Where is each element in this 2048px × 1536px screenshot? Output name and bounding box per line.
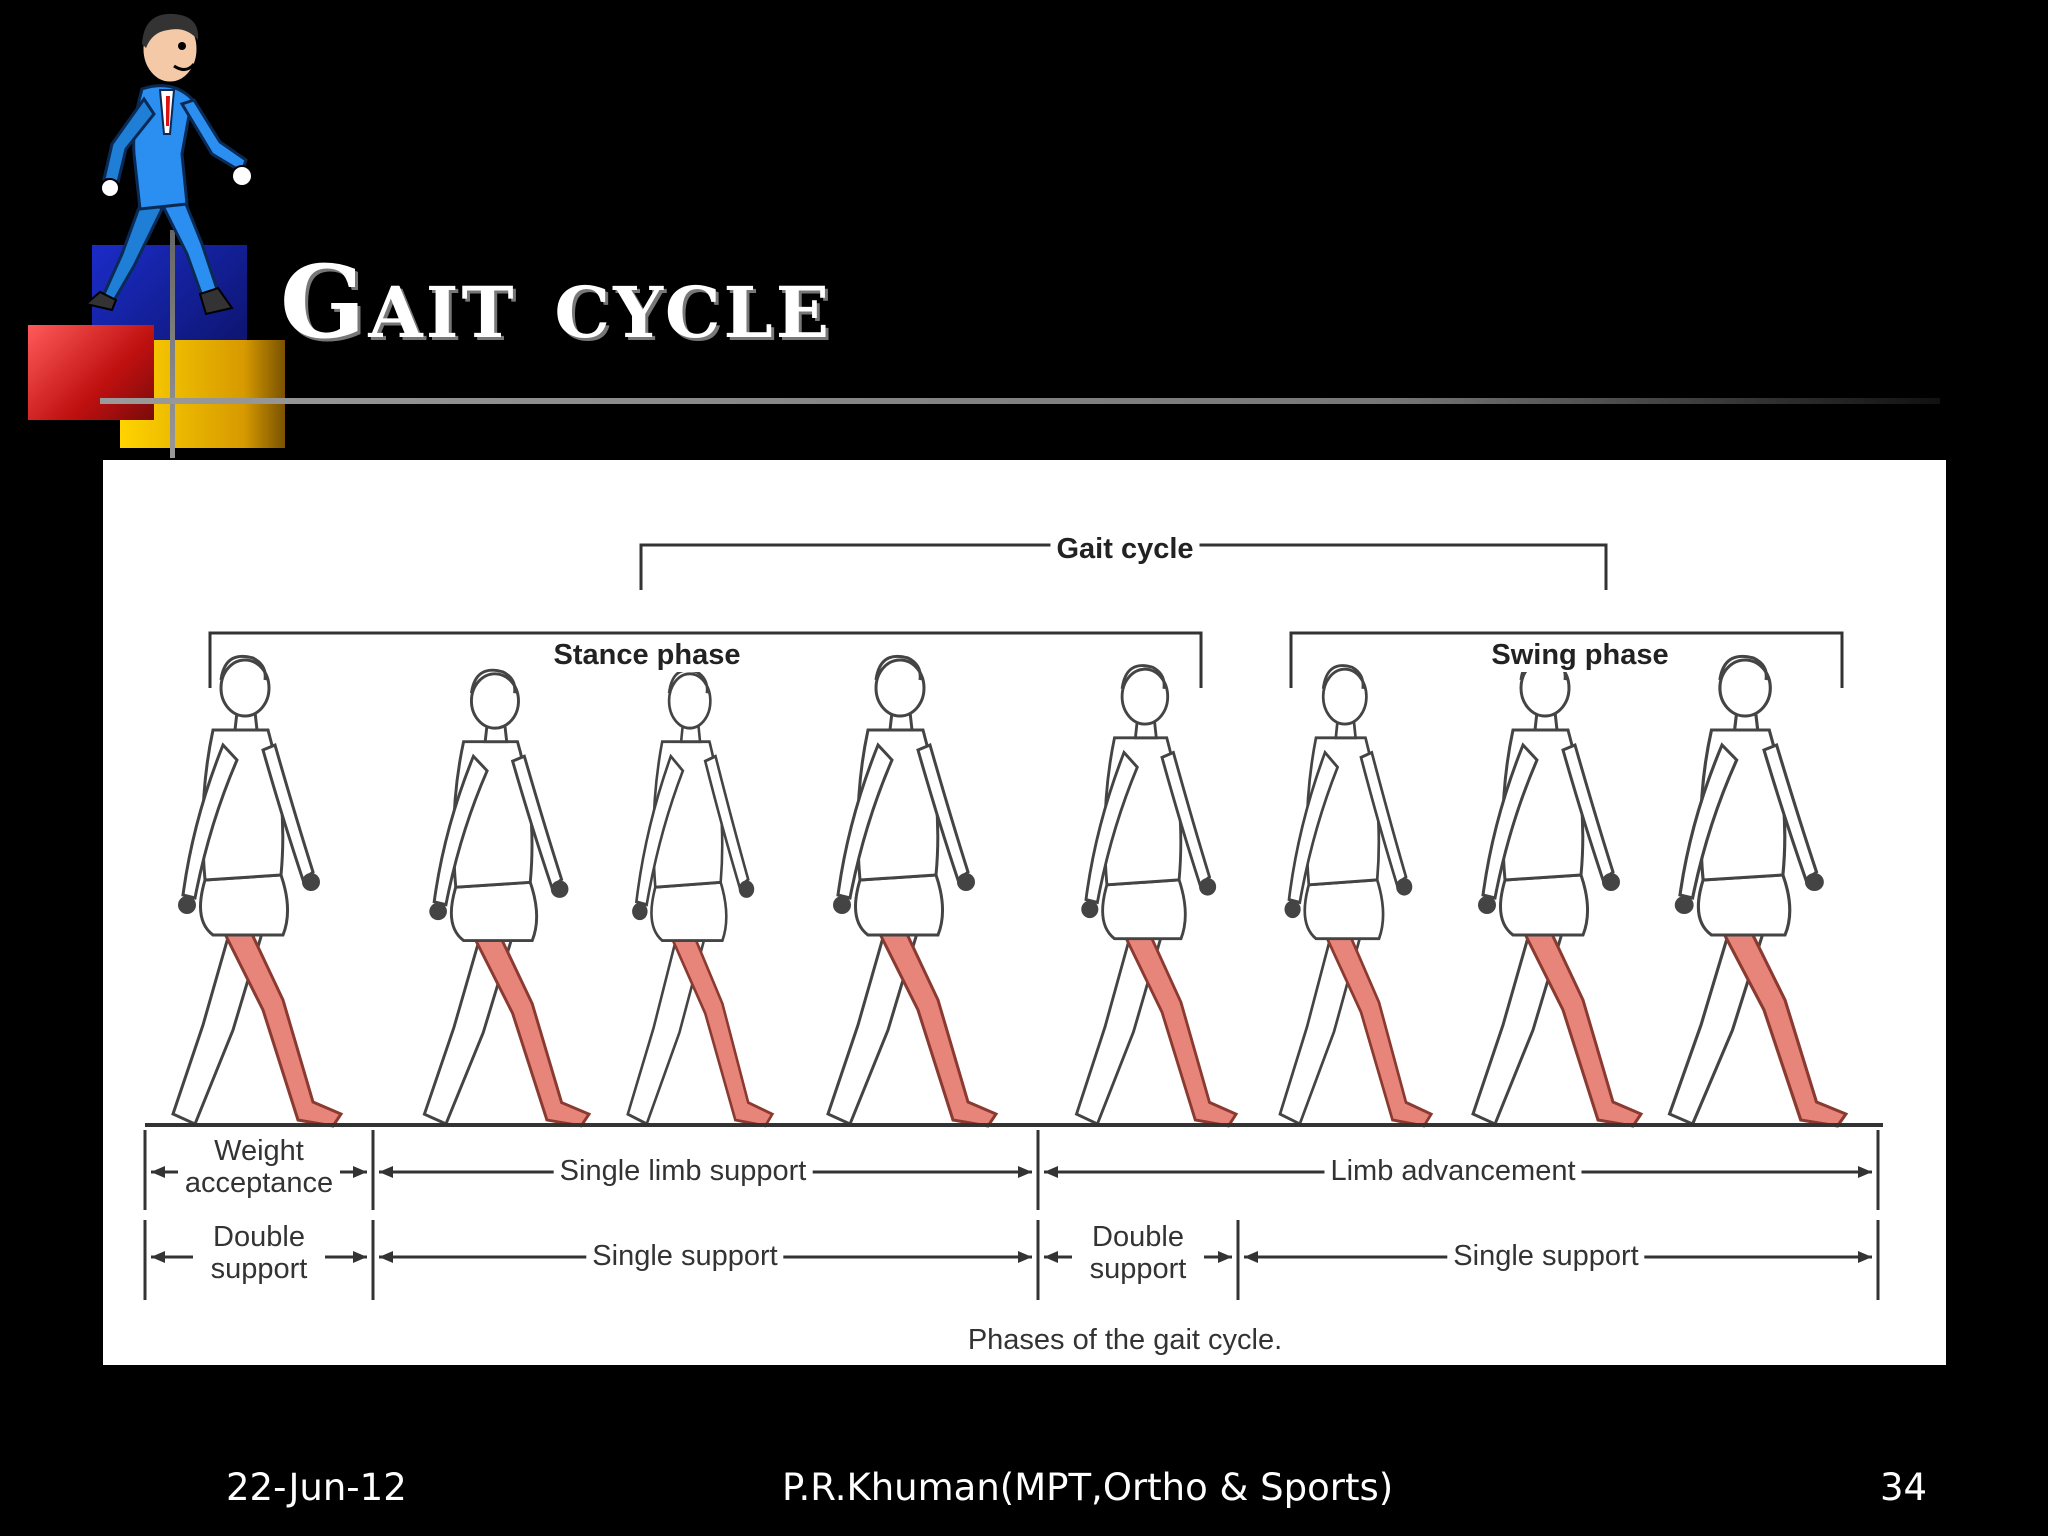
swing-phase-label: Swing phase: [1485, 639, 1675, 672]
gait-diagram-panel: Gait cycle Stance phase Swing phase Weig…: [103, 460, 1946, 1365]
vertical-divider: [170, 230, 175, 458]
figure-terminal-stance: [826, 654, 998, 1128]
single-support-label-1: Single support: [586, 1240, 784, 1273]
red-square-decoration: [28, 325, 154, 420]
single-support-label-2: Single support: [1447, 1240, 1645, 1273]
weight-acceptance-label: Weight acceptance: [178, 1135, 340, 1200]
title-underline: [100, 398, 1940, 404]
figure-pre-swing: [1075, 664, 1238, 1128]
slide-title: Gait cycle: [280, 243, 833, 361]
diagram-caption: Phases of the gait cycle.: [961, 1324, 1289, 1357]
limb-advancement-label: Limb advancement: [1324, 1155, 1582, 1188]
figure-initial-contact: [171, 654, 343, 1128]
slide-number: 34: [1880, 1466, 1928, 1509]
figure-mid-swing: [1471, 654, 1643, 1128]
figure-terminal-swing: [1667, 654, 1848, 1128]
single-limb-support-label: Single limb support: [553, 1155, 813, 1188]
double-support-label-2: Double support: [1072, 1221, 1204, 1286]
footer-date: 22-Jun-12: [226, 1466, 407, 1509]
gait-cycle-diagram: [143, 543, 1883, 1300]
walking-man-clipart: [83, 13, 252, 316]
footer-author: P.R.Khuman(MPT,Ortho & Sports): [782, 1466, 1394, 1509]
figure-loading-response: [422, 668, 591, 1128]
stance-phase-label: Stance phase: [547, 639, 747, 672]
figure-mid-stance: [626, 668, 774, 1128]
figure-initial-swing: [1278, 664, 1433, 1128]
double-support-label-1: Double support: [193, 1221, 325, 1286]
gait-cycle-label: Gait cycle: [1050, 533, 1200, 566]
